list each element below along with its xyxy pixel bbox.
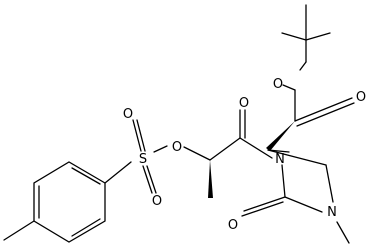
double-bond xyxy=(132,119,142,152)
bond xyxy=(299,61,307,71)
bond xyxy=(284,196,323,213)
double-bond xyxy=(146,165,157,194)
bond xyxy=(153,145,168,153)
double-bond xyxy=(241,201,284,217)
methyl-bond xyxy=(336,221,350,244)
oxygen-atom-label: O xyxy=(228,218,238,233)
wedge-bond xyxy=(266,121,295,151)
bond xyxy=(281,164,286,198)
wedge-bond xyxy=(208,160,213,198)
benzene-ring xyxy=(33,161,106,243)
sulfonate-group xyxy=(104,119,168,194)
bond xyxy=(281,32,307,41)
aromatic-bond xyxy=(71,218,101,237)
aromatic-bond xyxy=(71,167,101,185)
bond xyxy=(282,84,296,91)
oxygen-atom-label: O xyxy=(152,194,162,209)
double-bond xyxy=(296,102,355,127)
oxygen-atom-label: O xyxy=(172,140,182,155)
bond xyxy=(267,149,327,166)
bond xyxy=(104,161,132,184)
oxygen-atom-label: O xyxy=(356,90,366,105)
bond xyxy=(239,137,273,159)
methyl-bond xyxy=(3,220,35,241)
bond xyxy=(209,137,241,161)
tert-butyl-group xyxy=(281,4,331,71)
bond xyxy=(183,146,211,161)
acyl-linker xyxy=(183,109,273,198)
double-bond xyxy=(136,119,146,152)
p-tolyl-ring xyxy=(3,161,106,243)
nitrogen-atom-label: N xyxy=(327,205,337,220)
tert-butyl-ester xyxy=(266,84,355,151)
double-bond xyxy=(243,196,286,212)
oxygen-atom-label: O xyxy=(273,77,283,92)
double-bond xyxy=(294,97,353,122)
double-bond xyxy=(142,165,153,194)
oxygen-atom-label: O xyxy=(239,96,249,111)
bond xyxy=(305,32,331,41)
imidazolidinone-ring xyxy=(241,149,350,244)
sulfur-atom-label: S xyxy=(139,152,147,167)
bond xyxy=(325,164,334,203)
nitrogen-atom-label: N xyxy=(275,152,285,167)
atom-labels: O O O O S O O N N O xyxy=(123,77,366,233)
oxygen-atom-label: O xyxy=(123,107,133,122)
